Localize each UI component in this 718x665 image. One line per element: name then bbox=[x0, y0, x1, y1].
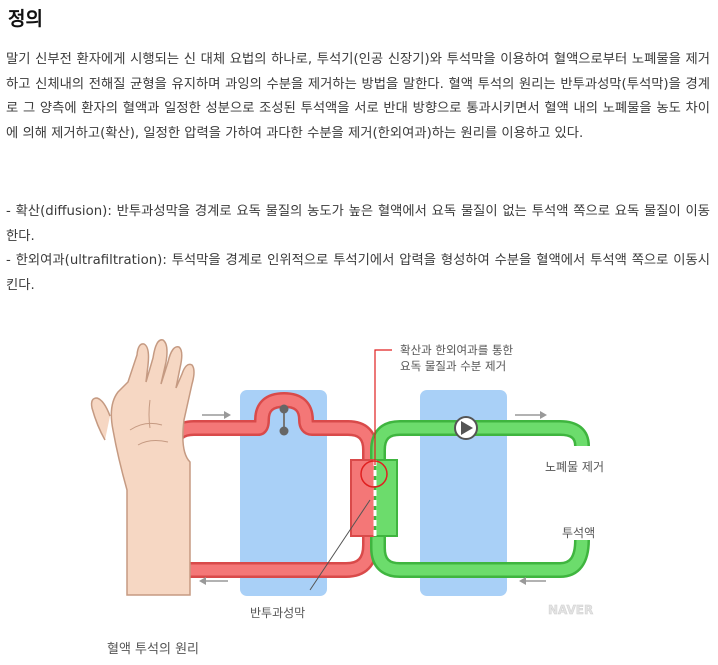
callout-line-1: 확산과 한외여과를 통한 bbox=[400, 343, 514, 357]
patient-arm-illustration bbox=[90, 339, 195, 596]
blood-panel bbox=[240, 390, 327, 596]
pump-icon bbox=[454, 416, 478, 440]
figure-caption: 혈액 투석의 원리 bbox=[107, 642, 199, 657]
definition-paragraph: 말기 신부전 환자에게 시행되는 신 대체 요법의 하나로, 투석기(인공 신장… bbox=[6, 52, 710, 141]
flow-arrows bbox=[199, 411, 547, 585]
label-membrane: 반투과성막 bbox=[250, 606, 305, 620]
dialysate-panel bbox=[420, 390, 507, 596]
label-waste-removal: 노폐물 제거 bbox=[545, 460, 604, 474]
bullet-diffusion: - 확산(diffusion): 반투과성막을 경계로 요독 물질의 농도가 높… bbox=[6, 204, 710, 244]
naver-watermark: NAVER bbox=[548, 603, 593, 617]
dialyzer bbox=[350, 459, 398, 537]
callout-line-2: 요독 물질과 수분 제거 bbox=[400, 359, 506, 373]
page-title: 정의 bbox=[8, 8, 43, 30]
sensor-icon bbox=[279, 404, 289, 436]
label-dialysate: 투석액 bbox=[562, 526, 595, 540]
bullet-ultrafiltration: - 한외여과(ultrafiltration): 투석막을 경계로 인위적으로 … bbox=[6, 253, 710, 293]
diffusion-callout: 확산과 한외여과를 통한 요독 물질과 수분 제거 bbox=[360, 343, 514, 488]
hemodialysis-diagram: 확산과 한외여과를 통한 요독 물질과 수분 제거 반투과성막 노폐물 제거 투… bbox=[90, 339, 604, 620]
dialysate-circuit bbox=[370, 420, 590, 578]
